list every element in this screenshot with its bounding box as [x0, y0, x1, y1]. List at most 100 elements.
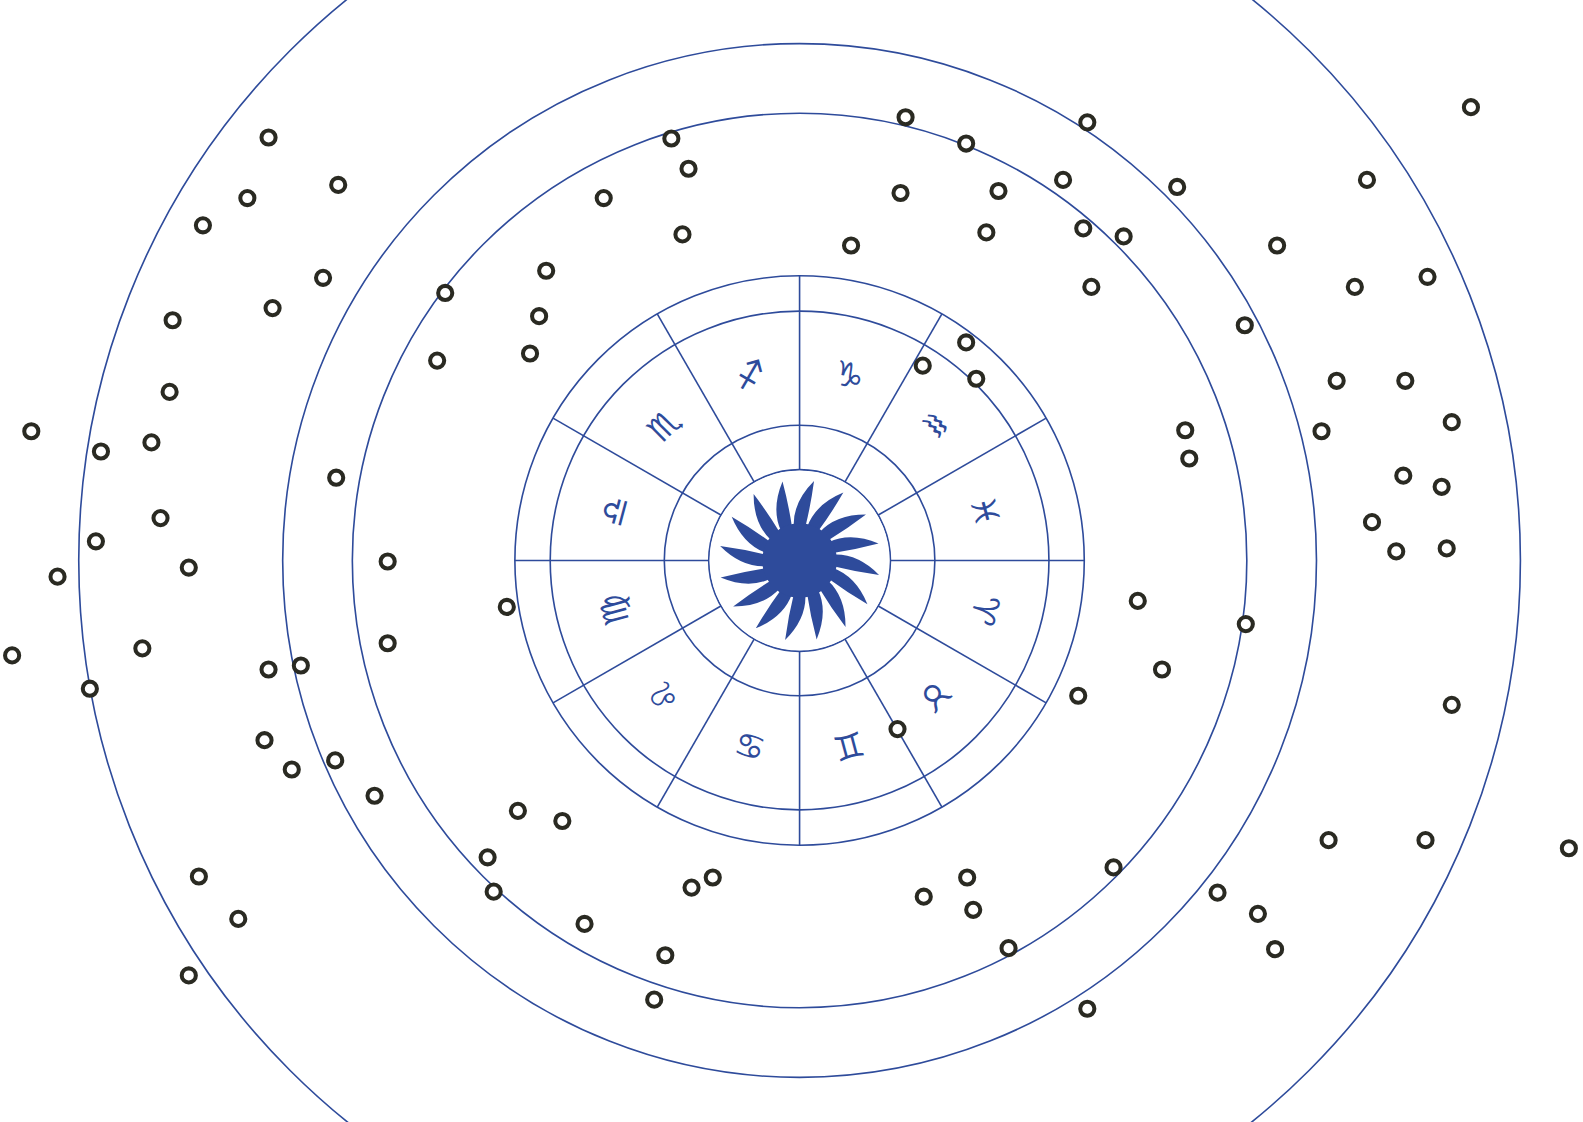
- zodiac-sign: ♑: [830, 355, 868, 396]
- star-dot: [192, 869, 206, 883]
- star-dot: [294, 658, 308, 672]
- star-dot: [1001, 941, 1015, 955]
- star-dot: [166, 313, 180, 327]
- star-dot: [1182, 451, 1196, 465]
- star-dot: [1464, 100, 1478, 114]
- wheel-spoke: [553, 418, 721, 515]
- wheel-spoke: [515, 560, 709, 562]
- star-dot: [328, 753, 342, 767]
- star-dot: [1268, 942, 1282, 956]
- star-dot: [960, 870, 974, 884]
- star-dot: [135, 641, 149, 655]
- star-dot: [532, 309, 546, 323]
- zodiac-sign: ♏: [641, 402, 687, 448]
- star-dot: [844, 238, 858, 252]
- star-dot: [893, 186, 907, 200]
- star-dot: [196, 218, 210, 232]
- sun-rays: [720, 481, 879, 640]
- zodiac-sign: ♋: [731, 725, 769, 766]
- star-dot: [1348, 280, 1362, 294]
- star-dot: [487, 885, 501, 899]
- star-dot: [316, 271, 330, 285]
- sun-ground: [710, 471, 890, 651]
- star-dot: [647, 993, 661, 1007]
- star-dot: [367, 789, 381, 803]
- zodiac-sign: ♉: [912, 673, 958, 719]
- star-dot: [266, 301, 280, 315]
- zodiac-sign: ♎: [594, 492, 635, 530]
- star-dot: [1178, 423, 1192, 437]
- star-dot: [1238, 318, 1252, 332]
- star-dot: [1080, 1002, 1094, 1016]
- star-dot: [50, 570, 64, 584]
- wheel-spoke: [657, 314, 754, 482]
- wheel-spoke: [799, 651, 801, 845]
- star-dot: [1420, 270, 1434, 284]
- star-dot: [500, 600, 514, 614]
- star-dot: [917, 890, 931, 904]
- star-dot: [658, 948, 672, 962]
- star-dot: [890, 722, 904, 736]
- star-dot: [899, 110, 913, 124]
- star-dot: [1360, 173, 1374, 187]
- orbit-circle: [709, 470, 891, 652]
- star-dot: [1106, 860, 1120, 874]
- wheel-spoke: [845, 314, 942, 482]
- star-dot: [959, 136, 973, 150]
- wheel-spoke: [845, 639, 942, 807]
- star-dot: [706, 870, 720, 884]
- star-dot: [1131, 594, 1145, 608]
- star-dot: [966, 903, 980, 917]
- star-dot: [959, 335, 973, 349]
- star-dot: [1117, 229, 1131, 243]
- star-dot: [261, 130, 275, 144]
- star-dot: [1210, 886, 1224, 900]
- star-dot: [381, 554, 395, 568]
- zodiac-sign: ♐: [731, 355, 769, 396]
- star-dot: [1155, 662, 1169, 676]
- wheel-spoke: [553, 606, 721, 703]
- star-dot: [991, 184, 1005, 198]
- star-dot: [555, 814, 569, 828]
- star-dot: [1314, 424, 1328, 438]
- zodiac-sign: ♊: [830, 725, 868, 766]
- star-dot: [329, 471, 343, 485]
- star-dot: [523, 346, 537, 360]
- star-dot: [153, 511, 167, 525]
- star-dot: [1076, 221, 1090, 235]
- star-dot: [1239, 617, 1253, 631]
- star-dot: [969, 372, 983, 386]
- star-dot: [182, 560, 196, 574]
- wheel-spoke: [890, 560, 1084, 562]
- star-dot: [182, 968, 196, 982]
- star-dot: [1365, 515, 1379, 529]
- star-dot: [511, 804, 525, 818]
- star-dot: [1396, 469, 1410, 483]
- star-dot: [231, 912, 245, 926]
- star-dot: [675, 227, 689, 241]
- star-dot: [1251, 907, 1265, 921]
- wheel-spoke: [878, 418, 1046, 515]
- star-dot: [664, 131, 678, 145]
- star-dot: [1562, 841, 1576, 855]
- star-dot: [89, 534, 103, 548]
- star-dot: [1080, 115, 1094, 129]
- star-dot: [1398, 374, 1412, 388]
- star-dot: [257, 733, 271, 747]
- star-dot: [24, 424, 38, 438]
- star-dot: [1445, 415, 1459, 429]
- star-dot: [1322, 833, 1336, 847]
- star-dot: [979, 225, 993, 239]
- star-dot: [681, 162, 695, 176]
- star-dot: [430, 354, 444, 368]
- star-dot: [1056, 173, 1070, 187]
- orbit-circle: [352, 113, 1246, 1007]
- star-dot: [438, 286, 452, 300]
- zodiac-sign: ♈: [964, 591, 1005, 629]
- zodiac-sign: ♍: [594, 591, 635, 629]
- star-dot: [597, 191, 611, 205]
- star-dot: [94, 444, 108, 458]
- orbit-circle: [283, 44, 1317, 1078]
